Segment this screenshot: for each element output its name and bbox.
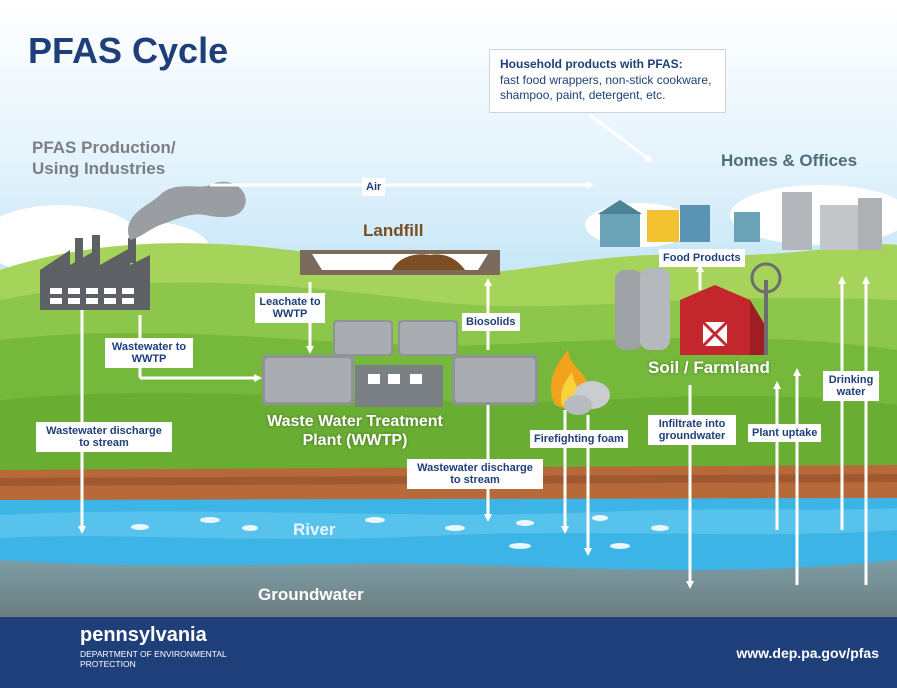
houses-icon — [598, 192, 882, 250]
flow-drinking-water: Drinking water — [823, 371, 879, 401]
brand-department: DEPARTMENT OF ENVIRONMENTAL PROTECTION — [80, 649, 227, 669]
flow-infiltrate: Infiltrate into groundwater — [648, 415, 736, 445]
wwtp-icon — [262, 320, 538, 407]
barn-icon — [615, 262, 782, 355]
household-heading: Household products with PFAS: — [500, 57, 683, 71]
fish — [131, 515, 669, 549]
flow-discharge-wwtp: Wastewater discharge to stream — [407, 459, 543, 489]
label-homes: Homes & Offices — [721, 151, 858, 170]
label-production: PFAS Production/ Using Industries — [32, 138, 176, 178]
flow-discharge-industry: Wastewater discharge to stream — [36, 422, 172, 452]
factory-icon — [40, 235, 150, 310]
footer-bar — [0, 617, 897, 688]
label-wwtp: Waste Water Treatment Plant (WWTP) — [267, 413, 443, 449]
label-river: River — [293, 520, 336, 539]
landfill-icon — [300, 250, 500, 275]
smoke-icon — [127, 181, 246, 240]
brand-name: pennsylvania — [80, 624, 207, 646]
label-groundwater: Groundwater — [258, 585, 364, 604]
fire-icon — [550, 350, 610, 415]
label-soil: Soil / Farmland — [648, 358, 770, 377]
label-landfill: Landfill — [363, 221, 424, 240]
flow-biosolids: Biosolids — [462, 313, 520, 331]
flow-firefighting: Firefighting foam — [530, 430, 628, 448]
flow-food-products: Food Products — [659, 249, 745, 267]
household-body: fast food wrappers, non-stick cookware, … — [500, 73, 712, 102]
flow-plant-uptake: Plant uptake — [748, 424, 822, 442]
flow-wastewater-to-wwtp: Wastewater to WWTP — [105, 338, 193, 368]
flow-leachate: Leachate to WWTP — [255, 293, 325, 323]
household-products-callout: Household products with PFAS: fast food … — [489, 49, 726, 113]
page-title: PFAS Cycle — [28, 30, 229, 71]
footer-url-link[interactable]: www.dep.pa.gov/pfas — [736, 645, 879, 661]
footer-brand: pennsylvania DEPARTMENT OF ENVIRONMENTAL… — [80, 624, 250, 669]
flow-air: Air — [362, 178, 386, 196]
